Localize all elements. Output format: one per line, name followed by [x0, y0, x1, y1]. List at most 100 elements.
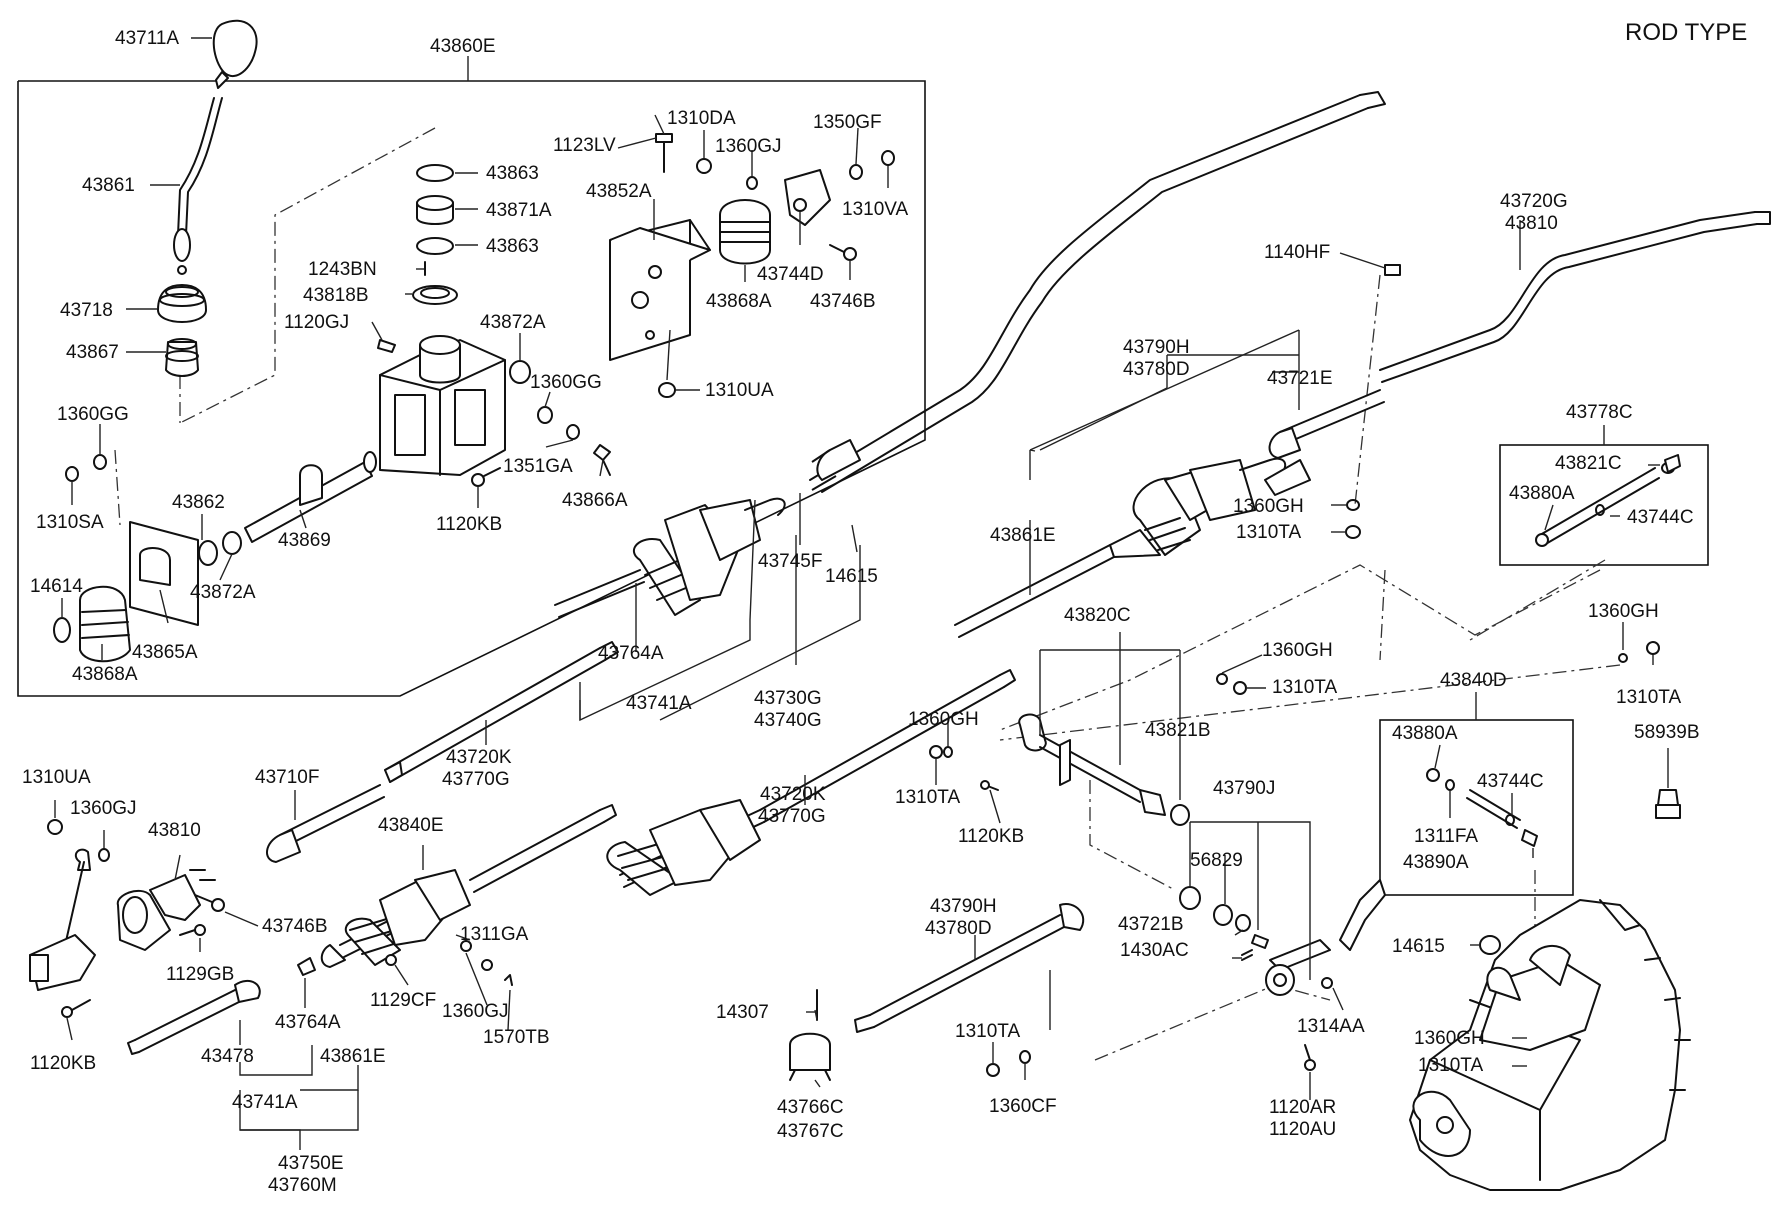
- bracket-43744d-part: [784, 169, 831, 226]
- washer-1360gh-right-part: [1618, 653, 1628, 663]
- label-1360gh-right: 1360GH: [1588, 601, 1659, 622]
- label-14615-right: 14615: [1392, 936, 1445, 957]
- label-43821c: 43821C: [1555, 453, 1622, 474]
- label-43790h-lower: 43790H: [930, 896, 997, 917]
- label-43861e-lower: 43861E: [320, 1046, 386, 1067]
- bushing-43872a-lower-part: [222, 531, 242, 555]
- label-43778c: 43778C: [1566, 402, 1633, 423]
- leader-lines: [54, 37, 1669, 1150]
- clevis-upper-part: [811, 439, 861, 491]
- label-43741a-upper: 43741A: [626, 693, 692, 714]
- joint-assembly-43861e-part: [954, 457, 1311, 638]
- label-1360gg-upper: 1360GG: [530, 372, 602, 393]
- bushing-43872a-upper-part: [509, 360, 531, 384]
- nut-1360gj-lower-part: [460, 940, 472, 952]
- bolt-1351ga-part: [566, 424, 580, 440]
- joint-assembly-43730g-part: [554, 497, 786, 618]
- label-1360gj-upper: 1360GJ: [715, 136, 782, 157]
- nut-1310va-part: [881, 150, 895, 166]
- rod-43720k-upper-part: [384, 641, 619, 783]
- snap-ring-upper-part: [416, 164, 454, 182]
- bolt-1120kb-lower-part: [61, 999, 91, 1018]
- label-43740g: 43740G: [754, 710, 822, 731]
- label-43744c-upper: 43744C: [1627, 507, 1694, 528]
- label-43721e: 43721E: [1267, 368, 1333, 389]
- clip-1570tb-part: [504, 974, 513, 986]
- nut-1310da-part: [696, 158, 712, 174]
- label-1360gh-left: 1360GH: [908, 709, 979, 730]
- transmission-part: [1409, 899, 1691, 1191]
- label-1310ta-mid: 1310TA: [1272, 677, 1337, 698]
- label-1360gh-mid: 1360GH: [1262, 640, 1333, 661]
- label-43880a-lower: 43880A: [1392, 723, 1458, 744]
- label-14307: 14307: [716, 1002, 769, 1023]
- label-14614: 14614: [30, 576, 83, 597]
- part-labels: 43711A 43860E 43861 43718 43867 1360GG 1…: [22, 28, 1700, 1196]
- label-43741a-lower: 43741A: [232, 1092, 298, 1113]
- label-43764a-lower: 43764A: [275, 1012, 341, 1033]
- long-rod-right-part: [1379, 211, 1771, 383]
- nut-1310sa-part: [65, 466, 79, 482]
- label-43866a: 43866A: [562, 490, 628, 511]
- pin-1430ac-part: [1241, 949, 1253, 961]
- label-1310ta-upper: 1310TA: [1236, 522, 1301, 543]
- label-1360gh-upper: 1360GH: [1233, 496, 1304, 517]
- label-43863-lower: 43863: [486, 236, 539, 257]
- bolt-1311ga-part: [481, 959, 493, 971]
- nut-1310ta-right-part: [1646, 641, 1660, 655]
- shift-knob-part: [212, 19, 258, 89]
- washer-1350gf-part: [849, 164, 863, 180]
- label-43880a-upper: 43880A: [1509, 483, 1575, 504]
- label-43478: 43478: [201, 1046, 254, 1067]
- label-43770g-upper: 43770G: [442, 769, 510, 790]
- bolt-43790j-part: [1251, 934, 1269, 949]
- washer-1360gh-mid-part: [1216, 673, 1228, 685]
- label-1570tb: 1570TB: [483, 1027, 550, 1048]
- label-43760m: 43760M: [268, 1175, 337, 1196]
- label-1310va: 1310VA: [842, 199, 909, 220]
- label-1310ua-upper: 1310UA: [705, 380, 774, 401]
- label-43790j: 43790J: [1213, 778, 1275, 799]
- washer-1360gh-upper-part: [1346, 499, 1360, 511]
- label-1243bn: 1243BN: [308, 259, 377, 280]
- bolt-1120gj-part: [377, 339, 396, 353]
- label-1310sa: 1310SA: [36, 512, 104, 533]
- label-43720k-mid: 43720K: [760, 784, 826, 805]
- group-box-43778c: [1499, 425, 1709, 566]
- diagram-title: ROD TYPE: [1625, 19, 1747, 46]
- label-43764a-upper: 43764A: [598, 643, 664, 664]
- label-43744d: 43744D: [757, 264, 824, 285]
- nut-1310ta-left-part: [929, 745, 943, 759]
- label-43710f: 43710F: [255, 767, 319, 788]
- rod-end-43778c-part: [1535, 454, 1681, 547]
- label-43863-upper: 43863: [486, 163, 539, 184]
- label-1310ta-right: 1310TA: [1616, 687, 1681, 708]
- label-1430ac: 1430AC: [1120, 940, 1189, 961]
- rod-43790h-lower-part: [854, 903, 1085, 1033]
- label-43720g: 43720G: [1500, 191, 1568, 212]
- label-43746b-lower: 43746B: [262, 916, 328, 937]
- plate-43865a-part: [129, 521, 199, 626]
- label-43810-upper: 43810: [1505, 213, 1558, 234]
- nut-1310ua-lower-part: [47, 819, 63, 835]
- bolt-43746b-lower-part: [194, 894, 225, 912]
- label-43868a-upper: 43868A: [706, 291, 772, 312]
- label-1120kb-upper: 1120KB: [436, 514, 502, 535]
- label-1311ga: 1311GA: [460, 924, 529, 945]
- label-43868a-lower: 43868A: [72, 664, 138, 685]
- shaft-43869-part: [244, 451, 377, 543]
- nut-1310ta-upper-part: [1345, 525, 1361, 539]
- label-43862: 43862: [172, 492, 225, 513]
- label-43821b: 43821B: [1145, 720, 1211, 741]
- label-43890a: 43890A: [1403, 852, 1469, 873]
- ring-43821b-part: [1170, 804, 1190, 826]
- label-1310ua-lower: 1310UA: [22, 767, 91, 788]
- rod-43710f-part: [266, 784, 385, 863]
- bolt-1123lv-part: [655, 133, 673, 173]
- label-43711a: 43711A: [115, 28, 179, 49]
- label-1360gj-mid: 1360GJ: [442, 1001, 509, 1022]
- lever-boot-part: [157, 284, 207, 323]
- shift-housing-part: [379, 335, 506, 476]
- washer-1360gg-left-part: [93, 454, 107, 470]
